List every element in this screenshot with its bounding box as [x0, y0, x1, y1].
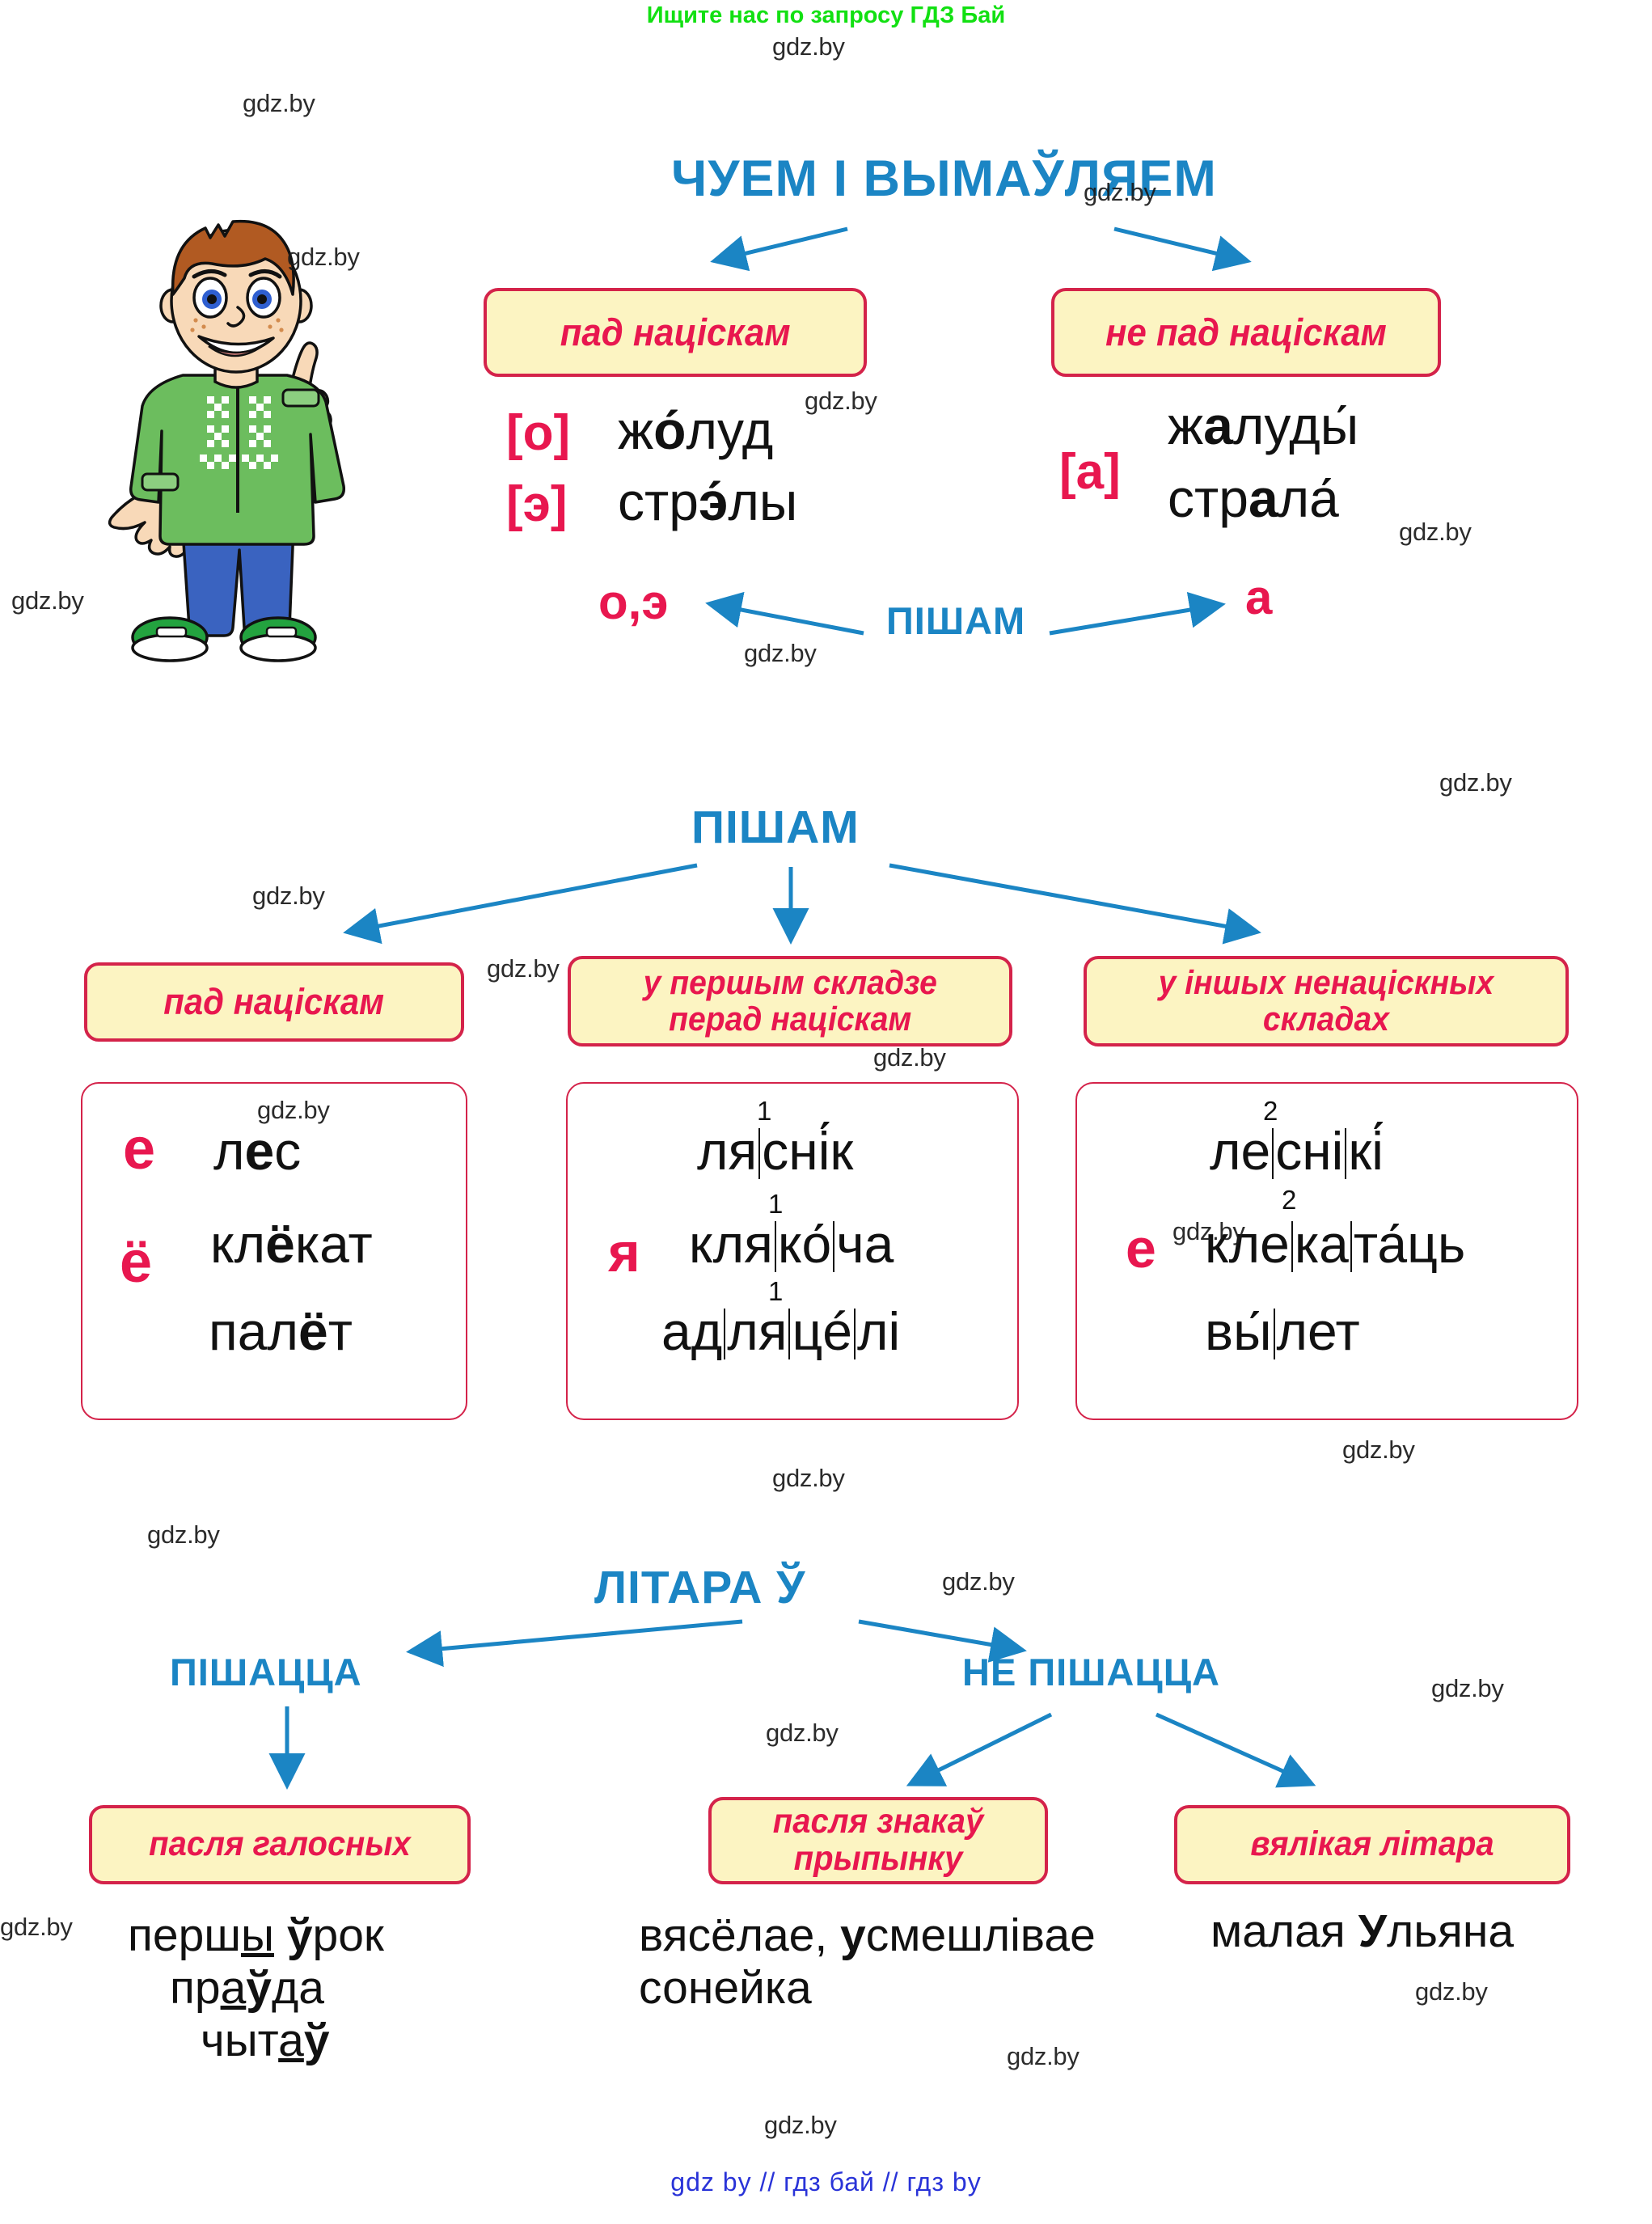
- watermark: gdz.by: [0, 1913, 73, 1941]
- s2-panel-1: [81, 1082, 467, 1420]
- arrow-s1-bottom-right: [1049, 591, 1226, 636]
- promo-footer: gdz by // гдз бай // гдз by: [670, 2167, 982, 2197]
- s1-bracket-a: [а]: [1059, 444, 1121, 500]
- watermark: gdz.by: [147, 1520, 220, 1549]
- watermark: gdz.by: [487, 954, 560, 983]
- watermark: gdz.by: [764, 2111, 837, 2139]
- s2-word-klekatats: клеката́ць: [1205, 1214, 1466, 1274]
- arrow-s2-right: [889, 863, 1261, 945]
- watermark: gdz.by: [1342, 1435, 1415, 1464]
- s3-label-pishacca: ПІШАЦЦА: [170, 1651, 362, 1693]
- s2-panel-2: [566, 1082, 1019, 1420]
- arrow-s1-left: [710, 226, 848, 272]
- s2-letter-e: е: [123, 1117, 156, 1182]
- s3-ex2-line1: вясёлае, усмешлівае: [639, 1909, 1096, 1961]
- s3-box-pasla-znakau[interactable]: пасля знакаў прыпынку: [708, 1797, 1048, 1884]
- watermark: gdz.by: [1439, 768, 1512, 797]
- s1-word-strely: стрэ́лы: [618, 471, 798, 531]
- arrow-s3-left: [406, 1619, 743, 1668]
- s1-result-oe: о,э: [598, 575, 669, 629]
- s3-ex3-line1: малая Ульяна: [1210, 1905, 1515, 1957]
- watermark: gdz.by: [252, 882, 325, 910]
- s2-word-les: лес: [213, 1121, 302, 1181]
- arrow-s3-ne-right: [1155, 1712, 1316, 1788]
- watermark: gdz.by: [1084, 178, 1156, 206]
- watermark: gdz.by: [257, 1096, 330, 1124]
- watermark: gdz.by: [744, 639, 817, 667]
- arrow-s1-right: [1113, 226, 1252, 272]
- s1-bracket-e: [э]: [506, 476, 568, 532]
- watermark: gdz.by: [772, 1464, 845, 1492]
- watermark: gdz.by: [1431, 1674, 1504, 1702]
- s2-marker-1a: 1: [757, 1096, 772, 1126]
- arrow-s1-bottom-left: [705, 591, 864, 636]
- watermark: gdz.by: [1172, 1217, 1245, 1245]
- watermark: gdz.by: [942, 1567, 1015, 1596]
- s1-word-zholud: жо́луд: [618, 400, 774, 460]
- s2-letter-yo: ё: [120, 1230, 153, 1295]
- s3-label-ne-pishacca: НЕ ПІШАЦЦА: [962, 1651, 1220, 1693]
- s2-box-pershym-skladze[interactable]: у першым складзе перад націскам: [568, 956, 1012, 1046]
- arrow-s2-left: [343, 863, 698, 945]
- watermark: gdz.by: [11, 586, 84, 615]
- s2-panel-3: [1075, 1082, 1578, 1420]
- s2-word-lyasnik: лясні́к: [697, 1121, 854, 1181]
- watermark: gdz.by: [766, 1719, 839, 1747]
- s2-marker-1c: 1: [768, 1276, 784, 1306]
- s2-marker-1b: 1: [768, 1189, 784, 1219]
- watermark: gdz.by: [1007, 2042, 1080, 2070]
- s3-ex2-line2: сонейка: [639, 1962, 812, 2014]
- watermark: gdz.by: [873, 1043, 946, 1072]
- s1-box-ne-pad-naciskam[interactable]: не пад націскам: [1051, 288, 1441, 377]
- s1-result-a: а: [1245, 570, 1273, 624]
- s2-word-adlyatseli: адляцéлі: [661, 1301, 901, 1361]
- s2-letter-e2: е: [1126, 1218, 1156, 1279]
- boy-pointing-up-illustration: [108, 219, 346, 662]
- s1-box-pad-naciskam[interactable]: пад націскам: [484, 288, 867, 377]
- s1-bracket-o: [о]: [506, 405, 571, 461]
- s3-ex1-line2: праўда: [170, 1962, 324, 2014]
- s2-word-klyokat: клёкат: [210, 1214, 373, 1274]
- arrow-s3-ne-left: [906, 1712, 1053, 1786]
- section3-title: ЛІТАРА Ў: [594, 1562, 806, 1613]
- arrow-s3-right: [858, 1619, 1027, 1663]
- s1-pisham-label: ПІШАМ: [886, 599, 1026, 642]
- s2-letter-ya: я: [608, 1222, 640, 1283]
- promo-header: Ищите нас по запросу ГДЗ Бай: [646, 2, 1006, 28]
- s2-word-klyakocha: кляко́ча: [689, 1214, 894, 1274]
- s1-word-strala: страла́: [1168, 468, 1339, 528]
- watermark: gdz.by: [1399, 518, 1472, 546]
- section1-title: ЧУЕМ І ВЫМАЎЛЯЕМ: [671, 150, 1217, 207]
- watermark: gdz.by: [1415, 1977, 1488, 2006]
- s3-ex1-line3: чытаў: [201, 2015, 330, 2066]
- s1-word-zhaludy: жалуды́: [1168, 395, 1359, 455]
- watermark: gdz.by: [243, 89, 315, 117]
- s2-box-pad-naciskam[interactable]: пад націскам: [84, 962, 464, 1042]
- s2-box-inshyh-skladah[interactable]: у іншых ненаціскных складах: [1084, 956, 1569, 1046]
- s2-marker-2a: 2: [1263, 1096, 1278, 1126]
- watermark: gdz.by: [805, 387, 877, 415]
- s3-box-pasla-halosnych[interactable]: пасля галосных: [89, 1805, 471, 1884]
- s3-box-vyalikaya-litara[interactable]: вялікая літара: [1174, 1805, 1570, 1884]
- s3-ex1-line1: першы ўрок: [128, 1909, 384, 1961]
- section2-title: ПІШАМ: [691, 801, 860, 853]
- s2-word-palyot: палёт: [209, 1301, 353, 1361]
- s2-marker-2b: 2: [1282, 1185, 1297, 1215]
- watermark: gdz.by: [287, 243, 360, 271]
- s2-word-vylet: вы́лет: [1205, 1301, 1360, 1361]
- s2-word-lesniki: леснікі́: [1210, 1121, 1384, 1181]
- watermark: gdz.by: [772, 32, 845, 61]
